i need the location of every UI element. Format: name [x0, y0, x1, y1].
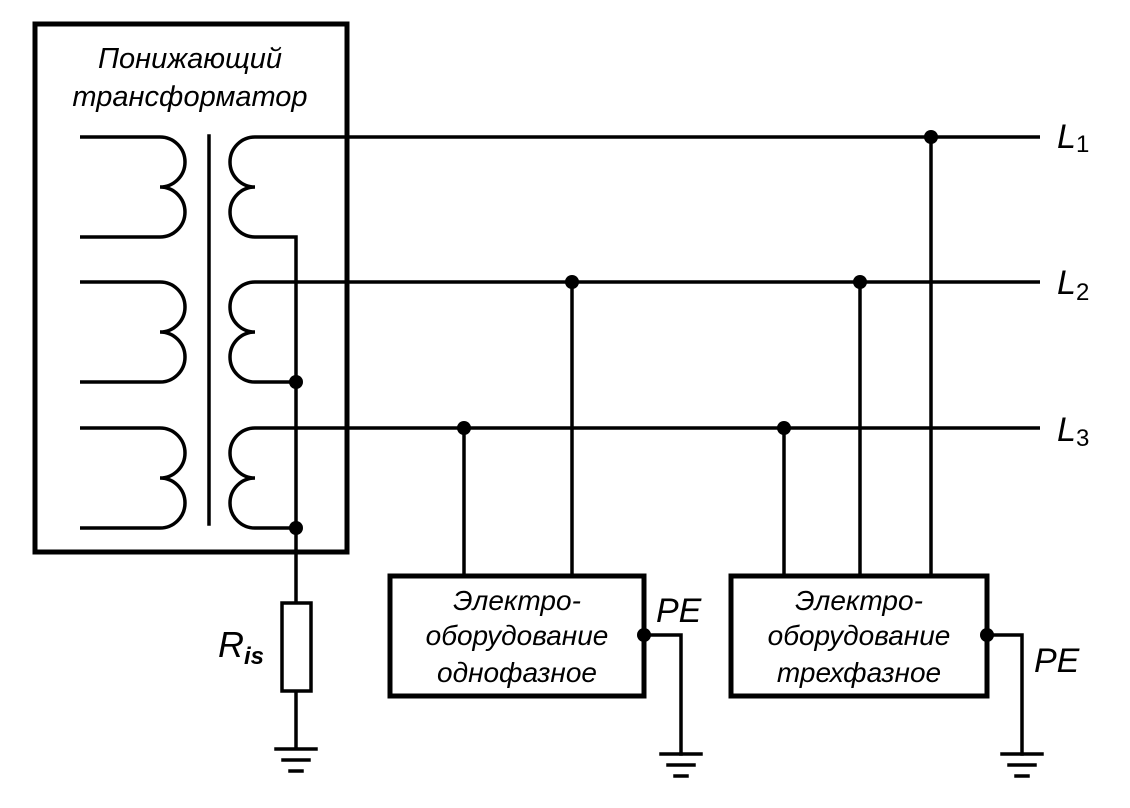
pe-label-three: PE	[1034, 642, 1080, 680]
ground-symbol-three	[1000, 752, 1044, 778]
primary-winding-1	[80, 135, 187, 239]
transformer-box	[32, 21, 350, 555]
pe-conductor-single	[642, 633, 683, 756]
neutral-junction-dot-1	[289, 375, 303, 389]
junction-dot-l3-three	[777, 421, 791, 435]
secondary-winding-3	[228, 426, 1040, 530]
line-label-l1-index: 1	[1076, 131, 1089, 158]
three-phase-line3: трехфазное	[777, 657, 941, 688]
line-label-l2-index: 2	[1076, 279, 1089, 306]
three-phase-line2: оборудование	[768, 620, 951, 651]
junction-dot-l2-single	[565, 275, 579, 289]
resistor-label-subscript: is	[244, 643, 264, 670]
line-label-l3-letter: L	[1057, 411, 1076, 449]
pe-conductor-three	[985, 633, 1024, 756]
primary-winding-3	[80, 426, 187, 530]
line-label-l3-index: 3	[1076, 425, 1089, 452]
pe-label-single: PE	[656, 592, 702, 630]
junction-dot-l2-three	[853, 275, 867, 289]
primary-windings	[80, 135, 187, 530]
primary-winding-2	[80, 280, 187, 384]
resistor-label: Ris	[218, 624, 264, 670]
line-label-l2: L 2	[1057, 264, 1089, 306]
isolation-resistor	[280, 601, 313, 693]
transformer-title-line1: Понижающий	[98, 43, 282, 75]
secondary-winding-2	[228, 280, 1040, 384]
pe-terminal-dot-single	[637, 628, 651, 642]
line-label-l1-letter: L	[1057, 118, 1076, 156]
junction-dot-l3-single	[457, 421, 471, 435]
single-phase-line3: однофазное	[437, 657, 597, 688]
line-label-l2-letter: L	[1057, 264, 1076, 302]
ground-symbol-single	[659, 752, 703, 778]
secondary-winding-1	[228, 135, 1040, 749]
transformer-title-line2: трансформатор	[72, 81, 307, 113]
junction-dot-l1-three	[924, 130, 938, 144]
neutral-junction-dot-2	[289, 521, 303, 535]
pe-terminal-dot-three	[980, 628, 994, 642]
line-label-l1: L 1	[1057, 118, 1089, 158]
ground-symbol-resistor	[274, 747, 318, 773]
single-phase-line1: Электро-	[453, 585, 581, 616]
line-label-l3: L 3	[1057, 411, 1089, 452]
resistor-label-letter: R	[218, 624, 244, 665]
three-phase-line1: Электро-	[795, 585, 923, 616]
single-phase-line2: оборудование	[426, 620, 609, 651]
secondary-windings	[228, 135, 1040, 749]
